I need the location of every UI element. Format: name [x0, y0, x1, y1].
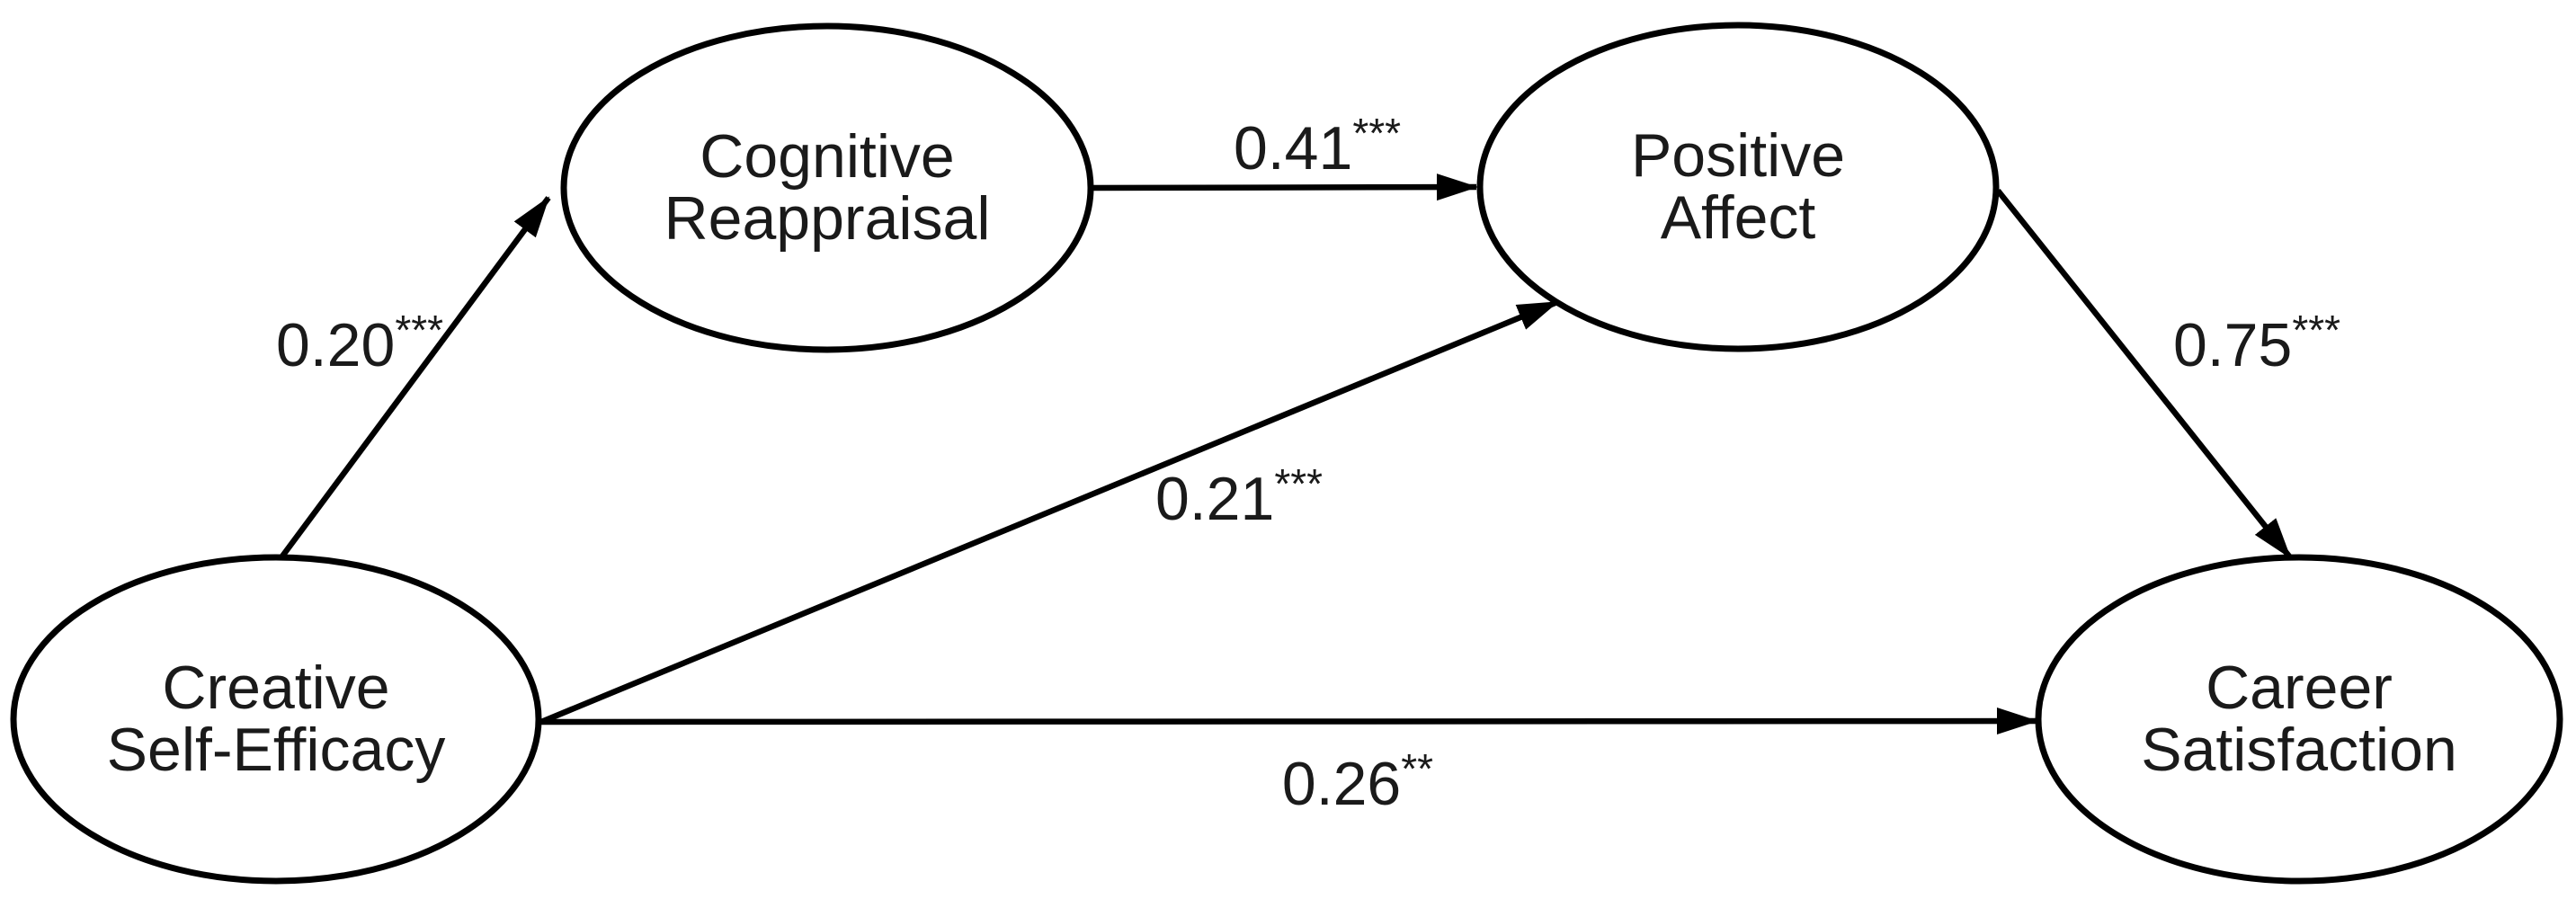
edge-coefficient: 0.26: [1282, 750, 1401, 818]
node-label-creative-self-efficacy: Creative: [162, 654, 389, 722]
edge-label-cr-to-pa: 0.41***: [1234, 110, 1401, 182]
edge-coefficient: 0.21: [1155, 465, 1274, 533]
edge-significance: ***: [1274, 460, 1323, 507]
node-label-creative-self-efficacy: Self-Efficacy: [107, 716, 446, 784]
edge-label-cse-to-pa: 0.21***: [1155, 460, 1323, 533]
edge-significance: **: [1401, 745, 1433, 792]
node-label-career-satisfaction: Satisfaction: [2141, 716, 2457, 784]
node-label-career-satisfaction: Career: [2206, 654, 2393, 722]
node-label-cognitive-reappraisal: Reappraisal: [664, 184, 991, 253]
edge-arrow-cse-to-cr: [279, 196, 551, 559]
edge-label-pa-to-cs: 0.75***: [2173, 307, 2340, 379]
node-label-cognitive-reappraisal: Cognitive: [700, 122, 955, 191]
edge-significance: ***: [395, 307, 443, 353]
edge-coefficient: 0.75: [2173, 311, 2292, 379]
node-ellipse-positive-affect: [1476, 22, 2000, 352]
edge-coefficient: 0.41: [1234, 114, 1352, 182]
edge-significance: ***: [1352, 110, 1401, 156]
node-ellipse-cognitive-reappraisal: [560, 22, 1094, 353]
edge-label-cse-to-cs: 0.26**: [1282, 745, 1433, 818]
node-label-positive-affect: Affect: [1661, 183, 1816, 252]
node-ellipse-creative-self-efficacy: [10, 554, 542, 885]
edge-significance: ***: [2292, 307, 2340, 353]
edge-arrow-cr-to-pa: [1092, 174, 1478, 201]
edge-arrow-cse-to-cs: [540, 708, 2038, 735]
edge-coefficient: 0.20: [276, 311, 395, 379]
node-label-positive-affect: Positive: [1631, 121, 1845, 190]
node-ellipse-career-satisfaction: [2035, 554, 2563, 885]
edge-label-cse-to-cr: 0.20***: [276, 307, 443, 379]
edge-arrow-cse-to-pa: [539, 298, 1559, 725]
edge-arrow-pa-to-cs: [1995, 188, 2293, 560]
